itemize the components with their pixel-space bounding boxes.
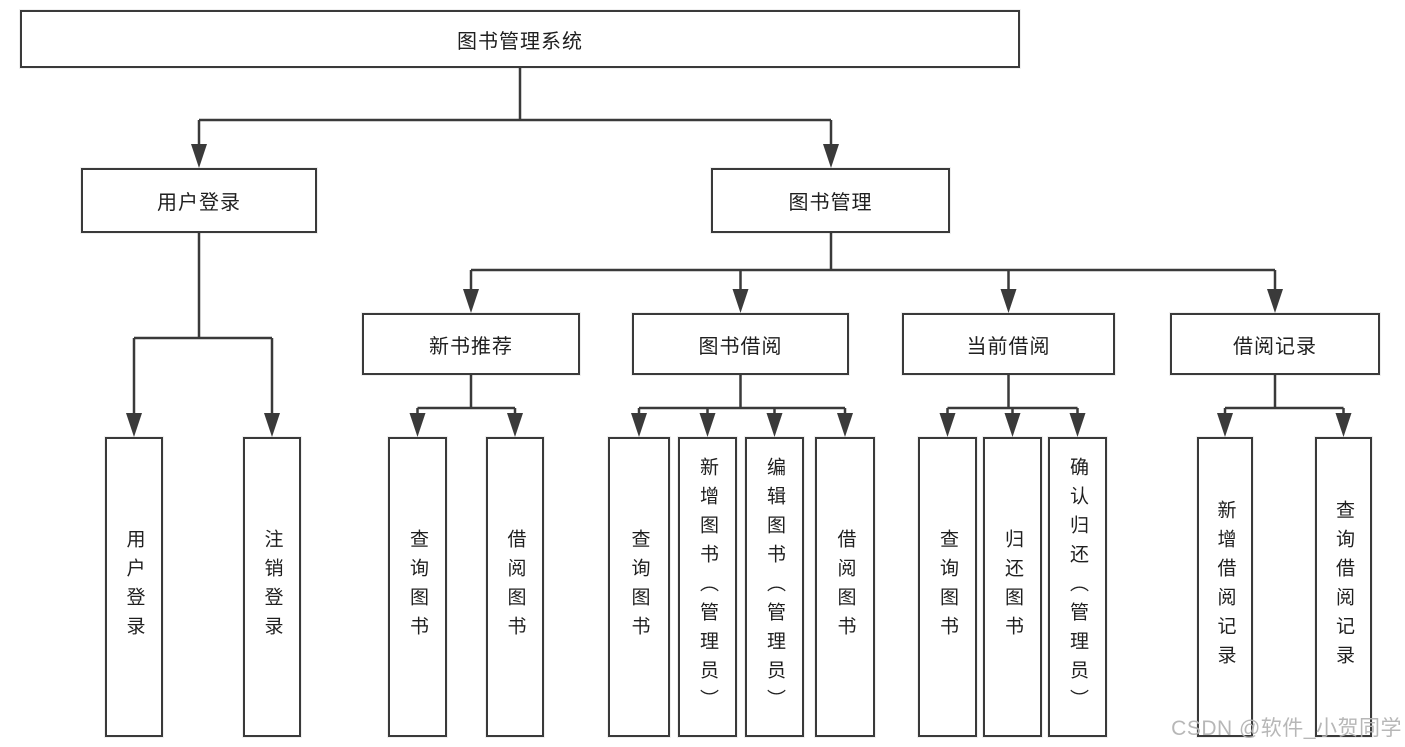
node-library-system-label: 图书管理系统: [457, 30, 583, 53]
watermark: CSDN @软件_小贺同学: [1171, 717, 1402, 740]
leaf-logout: 注销登录: [243, 437, 301, 737]
node-user-login-label: 用户登录: [157, 192, 241, 214]
node-current-borrowing-label: 当前借阅: [966, 335, 1051, 358]
leaf-bb-borrow-books: 借阅图书: [815, 437, 875, 737]
node-book-management-label: 图书管理: [788, 192, 873, 214]
leaf-nb-query-books: 查询图书: [388, 437, 447, 737]
arrowhead-group: [126, 144, 1352, 437]
leaf-br-query-record: 查询借阅记录: [1315, 437, 1372, 737]
leaf-bb-edit-book-admin: 编辑图书（管理员）: [745, 437, 804, 737]
leaf-bb-query-books: 查询图书: [608, 437, 670, 737]
node-book-management: 图书管理: [711, 168, 950, 233]
leaf-cb-confirm-return-admin: 确认归还（管理员）: [1048, 437, 1107, 737]
leaf-bb-add-book-admin: 新增图书（管理员）: [678, 437, 737, 737]
node-library-system: 图书管理系统: [20, 10, 1020, 68]
node-book-borrowing: 图书借阅: [632, 313, 849, 375]
leaf-cb-return-books: 归还图书: [983, 437, 1042, 737]
node-borrowing-records: 借阅记录: [1170, 313, 1380, 375]
leaf-user-login: 用户登录: [105, 437, 163, 737]
node-current-borrowing: 当前借阅: [902, 313, 1115, 375]
leaf-br-add-record: 新增借阅记录: [1197, 437, 1253, 737]
node-new-book-recommend-label: 新书推荐: [429, 335, 513, 358]
node-borrowing-records-label: 借阅记录: [1233, 335, 1317, 358]
node-user-login: 用户登录: [81, 168, 317, 233]
leaf-cb-query-books: 查询图书: [918, 437, 977, 737]
node-new-book-recommend: 新书推荐: [362, 313, 580, 375]
leaf-nb-borrow-books: 借阅图书: [486, 437, 544, 737]
node-book-borrowing-label: 图书借阅: [698, 335, 783, 358]
